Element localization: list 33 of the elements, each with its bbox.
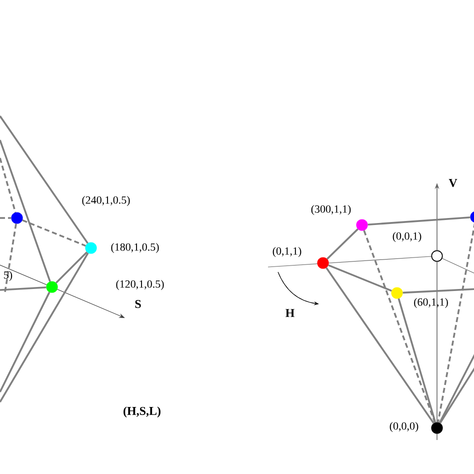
coordinate-label: (0,1,1) xyxy=(272,247,302,257)
edge-line xyxy=(0,158,16,213)
axis-label: S xyxy=(135,300,141,308)
edge-line xyxy=(326,267,434,424)
edge-line xyxy=(0,140,51,282)
coordinate-label: (0,0,0) xyxy=(390,422,418,432)
edge-line xyxy=(326,228,358,260)
edge-line xyxy=(55,251,88,284)
edge-line xyxy=(0,116,88,244)
edge-line xyxy=(368,216,470,226)
edge-line xyxy=(22,219,86,247)
edge-line xyxy=(0,292,50,392)
axis-label: (H,S,L) xyxy=(124,406,160,418)
coordinate-label: (180,1,0.5) xyxy=(111,243,159,253)
coordinate-label: (0,0,1) xyxy=(392,232,422,242)
edge-line xyxy=(437,222,474,422)
axis-label: H xyxy=(286,309,294,317)
edge-line xyxy=(0,286,46,291)
edge-line xyxy=(0,217,12,219)
axis-label: V xyxy=(448,178,458,188)
edge-line xyxy=(363,230,436,423)
coordinate-label: (60,1,1) xyxy=(414,298,448,308)
edge-line xyxy=(402,288,474,294)
coordinate-label: (300,1,1) xyxy=(311,205,351,215)
edge-line xyxy=(328,264,392,292)
edge-line xyxy=(0,252,89,402)
edge-line xyxy=(398,298,436,423)
axis-label: 5) xyxy=(4,271,12,281)
edge-line xyxy=(4,224,17,292)
axis-label: (120,1,0.5) xyxy=(116,280,164,290)
axis-label: (240,1,0.5) xyxy=(82,196,130,206)
edge-line xyxy=(439,366,474,424)
edge-line xyxy=(438,352,474,424)
